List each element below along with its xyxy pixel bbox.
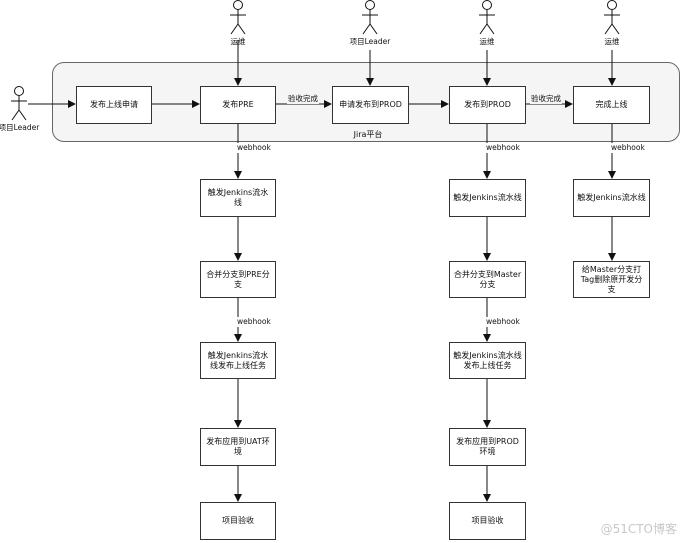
box-pre-trigger-release-task: 触发Jenkins流水线发布上线任务 [200,342,276,379]
box-pre-merge-branch: 合并分支到PRE分支 [200,261,276,298]
person-icon [362,0,378,35]
person-icon [604,0,620,35]
actor-label: 项目Leader [349,37,391,46]
actor-ops-3: 运维 [587,0,637,47]
edge-label-webhook: webhook [236,317,272,327]
edge-label-webhook: webhook [485,317,521,327]
jira-platform-label: Jira平台 [353,130,383,139]
edge-label-accept-done-2: 验收完成 [530,94,562,104]
watermark: @51CTO博客 [600,522,677,536]
box-prod-deploy: 发布应用到PROD环境 [449,428,526,466]
person-icon [11,86,27,121]
box-prod-trigger-release-task: 触发Jenkins流水线发布上线任务 [449,342,526,379]
box-pre-accept: 项目验收 [200,502,276,540]
box-done-tag-master: 给Master分支打Tag删除原开发分支 [573,261,650,298]
box-pre-trigger-jenkins: 触发Jenkins流水线 [200,179,276,217]
box-pre-deploy-uat: 发布应用到UAT环境 [200,428,276,466]
box-release-prod: 发布到PROD [449,86,526,124]
box-release-pre: 发布PRE [200,86,276,124]
actor-label: 运维 [604,37,620,46]
actor-ops-2: 运维 [462,0,512,47]
edge-label-accept-done-1: 验收完成 [287,94,319,104]
box-prod-merge-branch: 合并分支到Master分支 [449,261,526,298]
actor-label: 运维 [230,37,246,46]
actor-label: 项目Leader [0,123,40,132]
person-icon [479,0,495,35]
edge-label-webhook: webhook [610,143,646,153]
box-apply-prod: 申请发布到PROD [332,86,409,124]
person-icon [230,0,246,35]
box-prod-accept: 项目验收 [449,502,526,540]
box-done-trigger-jenkins: 触发Jenkins流水线 [573,179,650,217]
actor-project-leader-left: 项目Leader [0,86,44,133]
box-prod-trigger-jenkins: 触发Jenkins流水线 [449,179,526,217]
actor-project-leader-top: 项目Leader [345,0,395,47]
box-submit-request: 发布上线申请 [76,86,152,124]
box-done: 完成上线 [573,86,650,124]
actor-label: 运维 [479,37,495,46]
edge-label-webhook: webhook [236,143,272,153]
edge-label-webhook: webhook [485,143,521,153]
actor-ops-1: 运维 [213,0,263,47]
